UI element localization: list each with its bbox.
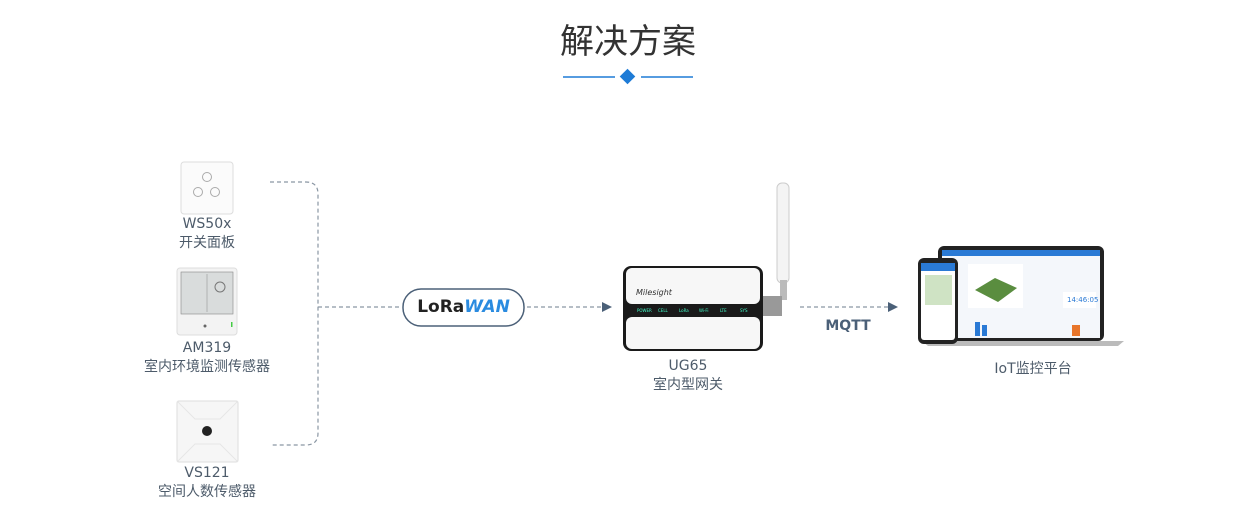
device-model: AM319 (182, 340, 232, 356)
device-vs121-label: VS121 空间人数传感器 (107, 464, 307, 502)
ug65-gateway-image: Milesight POWER CELL LoRa Wi-Fi LTE SYS (623, 182, 790, 351)
device-am319-label: AM319 室内环境监测传感器 (107, 339, 307, 377)
device-name: 室内环境监测传感器 (144, 359, 270, 375)
device-name: 空间人数传感器 (158, 484, 256, 500)
platform-label: IoT监控平台 (994, 361, 1072, 377)
lorawan-logo: LoRaWAN (403, 289, 524, 326)
svg-text:CELL: CELL (658, 308, 669, 313)
svg-text:SYS: SYS (740, 308, 748, 313)
device-model: VS121 (184, 465, 230, 481)
svg-text:LoRa: LoRa (679, 308, 689, 313)
svg-text:Wi-Fi: Wi-Fi (699, 308, 709, 313)
gateway-label: UG65 室内型网关 (588, 357, 788, 395)
gateway-name: 室内型网关 (653, 377, 723, 393)
am319-image (176, 267, 238, 336)
device-ws50x-label: WS50x 开关面板 (107, 215, 307, 253)
gateway-model: UG65 (668, 358, 708, 374)
platform-clock: 14:46:05 (1067, 296, 1099, 304)
wan-text: WAN (464, 297, 510, 317)
device-name: 开关面板 (179, 235, 235, 251)
lora-text: LoRa (417, 297, 465, 317)
iot-platform-image (918, 246, 1124, 346)
gateway-brand: Milesight (636, 288, 673, 297)
arrow-head-icon (602, 302, 612, 312)
mqtt-label: MQTT (825, 318, 871, 334)
svg-text:LTE: LTE (720, 308, 727, 313)
svg-text:POWER: POWER (637, 308, 652, 313)
arrow-head-icon (888, 302, 898, 312)
lorawan-badge (402, 288, 525, 327)
vs121-image (176, 400, 239, 463)
device-model: WS50x (182, 216, 232, 232)
page-title: 解决方案 (560, 22, 696, 62)
connector-bracket (270, 181, 400, 446)
title-divider (563, 68, 693, 85)
ws50x-image (180, 161, 234, 215)
